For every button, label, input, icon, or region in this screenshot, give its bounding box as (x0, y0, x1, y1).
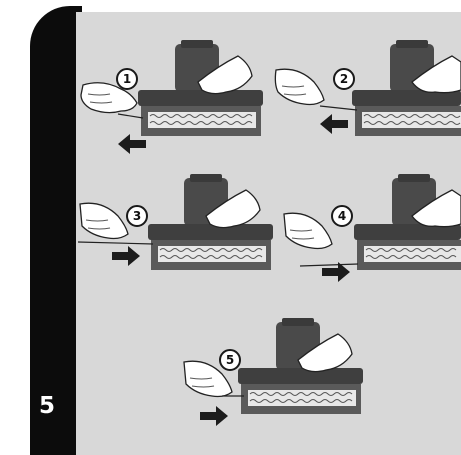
step-3-badge: 3 (126, 205, 148, 227)
step-2-badge: 2 (333, 68, 355, 90)
step-2-illustration (272, 40, 461, 155)
step-4-badge: 4 (331, 205, 353, 227)
step-5-illustration (180, 316, 380, 431)
step-5-badge: 5 (219, 349, 241, 371)
step-1-illustration (78, 40, 268, 155)
step-4-illustration (280, 172, 461, 287)
step-1-badge: 1 (116, 68, 138, 90)
black-side-tab (30, 6, 82, 455)
page-number: 5 (39, 393, 55, 419)
step-3-illustration (78, 172, 278, 287)
